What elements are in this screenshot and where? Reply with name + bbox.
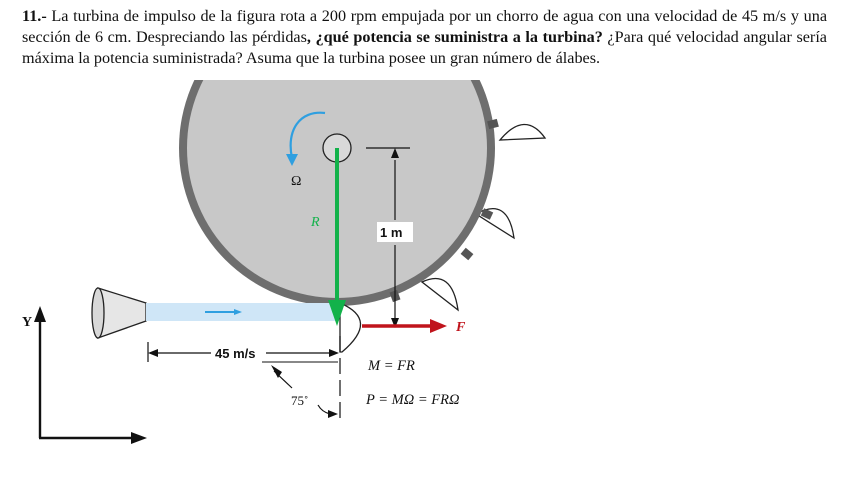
problem-number: 11.- [22,7,47,25]
angle-arrowhead-upper [271,365,282,378]
moment-equation: M = FR [367,358,415,374]
radius-arrowhead [328,300,346,326]
jet-flow-arrowhead [234,309,242,315]
force-label: F [455,320,466,335]
dimension-label-box [377,222,413,242]
omega-arrow [289,111,326,159]
y-axis-label: Y [22,315,32,330]
problem-text-part1: La turbina de impulso de la figura rota … [22,7,827,46]
nozzle [91,287,147,339]
dimension-arrow-up [391,148,399,158]
y-axis-arrowhead [34,306,46,322]
force-arrowhead [430,319,447,333]
angle-label: 75˚ [291,393,308,408]
radius-label: R [310,215,320,230]
problem-statement: 11.- La turbina de impulso de la figura … [22,6,827,69]
active-bucket [339,302,362,353]
omega-arrowhead [286,154,298,166]
speed-dim-arrow-left [148,349,158,357]
omega-label: Ω [291,174,301,189]
dimension-label: 1 m [380,225,402,240]
jet-speed-label: 45 m/s [215,346,255,361]
problem-question: , ¿qué potencia se suministra a la turbi… [306,28,603,46]
angle-arrowhead-lower [328,410,338,418]
water-jet [146,303,339,321]
speed-dim-arrow-right [329,349,339,357]
power-equation: P = MΩ = FRΩ [365,392,459,408]
x-axis-arrowhead [131,432,147,444]
dimension-arrow-down [391,318,399,328]
problem-text-part2: ¿Para qué velocidad angular sería máxima… [22,28,827,67]
